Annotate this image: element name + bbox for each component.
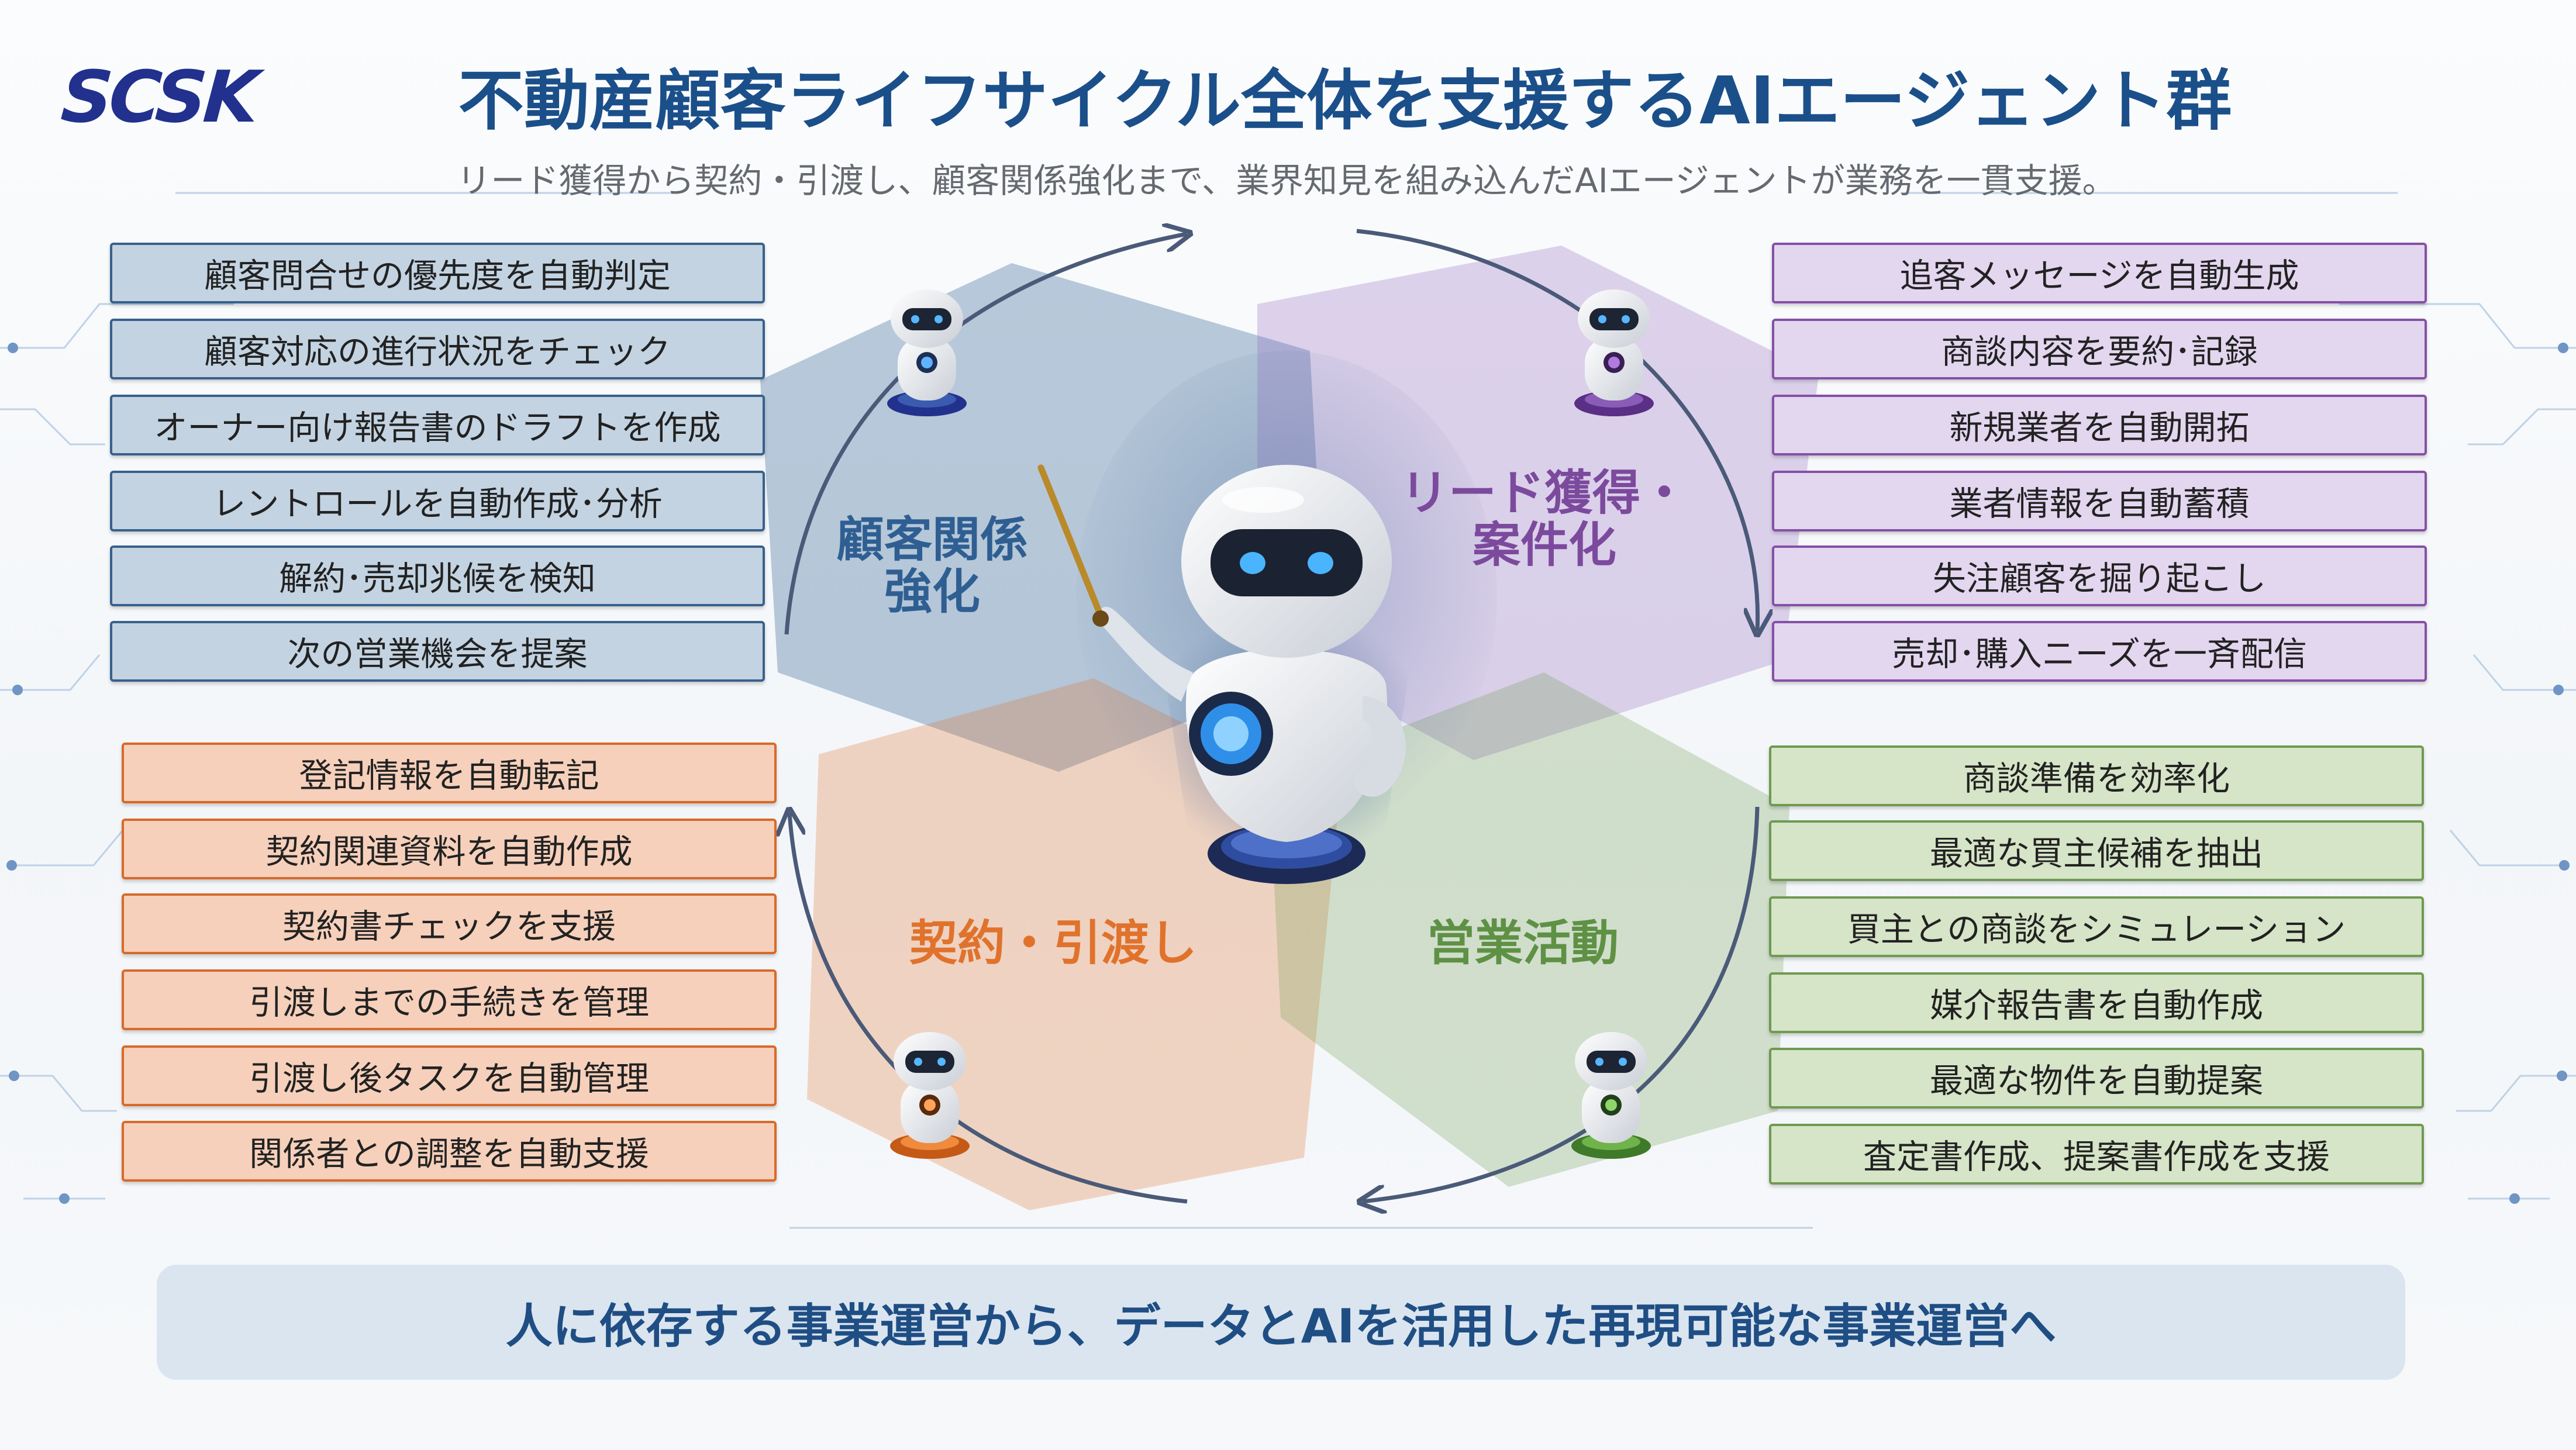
footer-message: 人に依存する事業運営から、データとAIを活用した再現可能な事業運営へ — [157, 1265, 2405, 1380]
contract-item: 登記情報を自動転記 — [122, 743, 777, 803]
lead-item: 売却･購入ニーズを一斉配信 — [1772, 621, 2427, 682]
scsk-logo: SCSK — [58, 56, 258, 139]
sales-item: 商談準備を効率化 — [1769, 745, 2424, 806]
quadrant-label-sales: 営業活動 — [1427, 916, 1619, 971]
customer-item: 解約･売却兆候を検知 — [110, 546, 765, 606]
contract-item: 引渡しまでの手続きを管理 — [122, 969, 777, 1030]
lead-item: 新規業者を自動開拓 — [1772, 395, 2427, 455]
customer-item: オーナー向け報告書のドラフトを作成 — [110, 395, 765, 455]
contract-item: 引渡し後タスクを自動管理 — [122, 1045, 777, 1106]
contract-item: 契約関連資料を自動作成 — [122, 819, 777, 879]
quadrant-label-lead: リード獲得・ 案件化 — [1401, 465, 1689, 573]
contract-item: 関係者との調整を自動支援 — [122, 1121, 777, 1182]
lead-item: 商談内容を要約･記録 — [1772, 319, 2427, 379]
sales-item: 査定書作成、提案書作成を支援 — [1769, 1124, 2424, 1185]
sales-item: 最適な買主候補を抽出 — [1769, 820, 2424, 881]
central-robot-icon — [1037, 464, 1406, 884]
robot-sales-icon — [1571, 1032, 1651, 1159]
arrow-top-right — [1356, 229, 1758, 631]
sales-item: 最適な物件を自動提案 — [1769, 1048, 2424, 1109]
contract-item: 契約書チェックを支援 — [122, 893, 777, 954]
robot-customer-icon — [887, 289, 967, 416]
customer-item: 顧客対応の進行状況をチェック — [110, 319, 765, 379]
arrow-bottom-right — [1363, 806, 1760, 1202]
customer-item: レントロールを自動作成･分析 — [110, 471, 765, 531]
circuit-nodes — [6, 343, 2570, 1204]
page-subtitle: リード獲得から契約・引渡し、顧客関係強化まで、業界知見を組み込んだAIエージェン… — [457, 161, 2116, 201]
sales-item: 買主との商談をシミュレーション — [1769, 896, 2424, 957]
robot-lead-icon — [1574, 289, 1654, 416]
lead-item: 失注顧客を掘り起こし — [1772, 546, 2427, 606]
robot-contract-icon — [890, 1032, 970, 1159]
quadrant-label-contract: 契約・引渡し — [909, 916, 1198, 971]
customer-item: 顧客問合せの優先度を自動判定 — [110, 243, 765, 303]
lead-item: 追客メッセージを自動生成 — [1772, 243, 2427, 303]
page-title: 不動産顧客ライフサイクル全体を支援するAIエージェント群 — [458, 63, 2232, 139]
quadrant-label-customer: 顧客関係 強化 — [836, 512, 1029, 620]
circuit-lines — [0, 192, 2576, 1229]
customer-item: 次の営業機会を提案 — [110, 621, 765, 682]
lead-item: 業者情報を自動蓄積 — [1772, 471, 2427, 531]
sales-item: 媒介報告書を自動作成 — [1769, 972, 2424, 1033]
